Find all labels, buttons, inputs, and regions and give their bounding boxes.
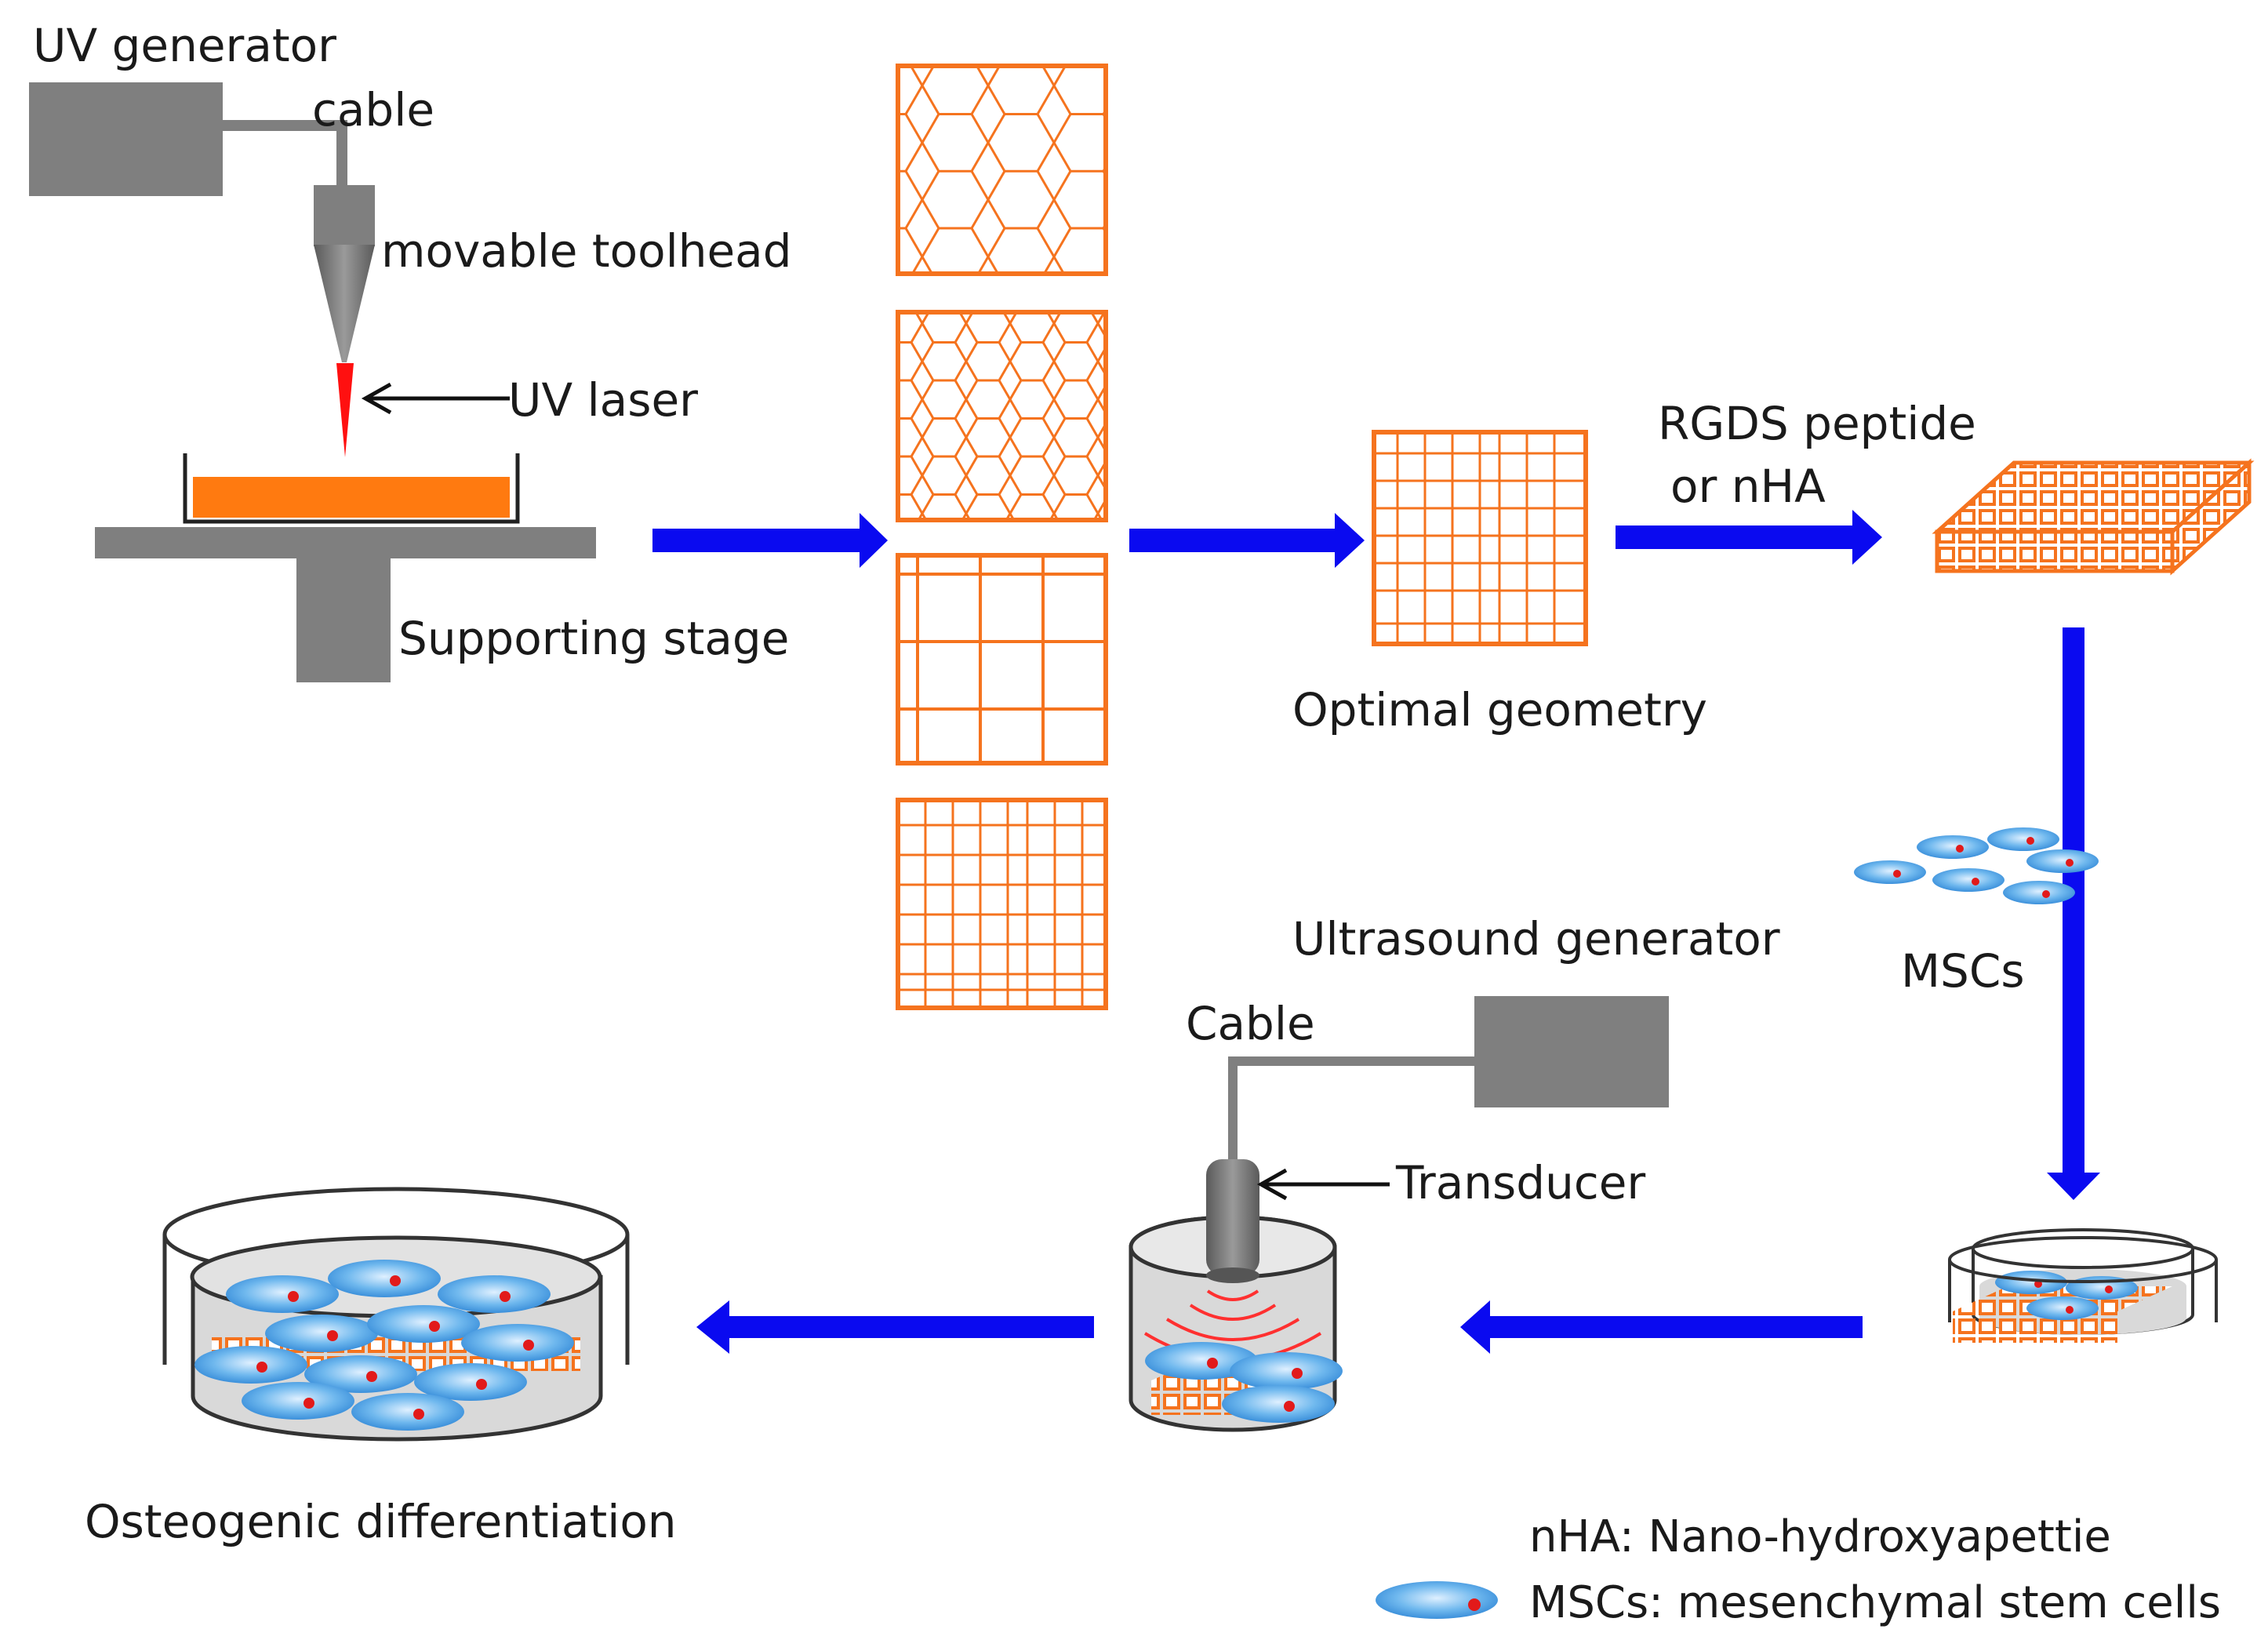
resin-vat [183,453,520,524]
arrow-6-left [696,1300,1094,1354]
arrow-2 [1129,513,1365,568]
uv-laser-label: UV laser [508,373,698,427]
transducer-label: Transducer [1395,1156,1645,1209]
uv-generator-label: UV generator [33,19,336,72]
arrow-5-left [1460,1300,1863,1354]
resin [193,477,510,518]
geometry-hexagon-small [896,310,1108,522]
arrow-4-down [2047,627,2100,1200]
stage-post [296,558,391,682]
geometry-hexagon-large [896,64,1108,276]
ultrasound-generator-box [1474,996,1669,1107]
arrow-1 [652,513,888,568]
toolhead-label: movable toolhead [381,224,792,278]
legend-nha: nHA: Nano-hydroxyapettie [1529,1511,2111,1562]
osteogenic-dish [162,1187,630,1442]
osteogenic-label: Osteogenic differentiation [85,1495,677,1548]
transducer-body [1206,1159,1259,1275]
toolhead-nozzle [314,245,375,362]
scaffold-3d-block [1932,458,2255,576]
rgds-label-line2: or nHA [1670,460,1826,513]
supporting-stage-label: Supporting stage [398,612,789,665]
geometry-grid-fine [896,798,1108,1010]
mscs-label: MSCs [1901,944,2025,998]
ultrasound-cable [1228,1056,1474,1161]
optimal-geometry-grid [1372,430,1588,646]
uv-printer [29,82,596,682]
optimal-geometry-label: Optimal geometry [1292,683,1707,736]
uv-laser-pointer-head [361,382,392,415]
stage-plate [95,527,596,558]
seeded-dish [1948,1228,2218,1343]
cable-top-label: cable [312,83,434,136]
arrow-3 [1616,510,1882,565]
ultrasound-setup [1129,996,1669,1432]
geometry-grid-coarse [896,553,1108,765]
legend: nHA: Nano-hydroxyapettie MSCs: mesenchym… [1376,1511,2221,1628]
candidate-geometries [896,64,1108,1010]
uv-cable [223,120,347,186]
uv-generator-box [29,82,223,196]
cable-bottom-label: Cable [1186,997,1315,1050]
rgds-label-line1: RGDS peptide [1658,397,1976,450]
ultrasound-generator-label: Ultrasound generator [1292,912,1780,966]
mscs-cluster [1854,827,2099,904]
legend-cell-icon [1376,1581,1498,1619]
uv-laser-beam [336,363,354,457]
legend-mscs: MSCs: mesenchymal stem cells [1529,1577,2221,1628]
toolhead-body [314,185,375,246]
flow-arrows [652,510,2100,1354]
